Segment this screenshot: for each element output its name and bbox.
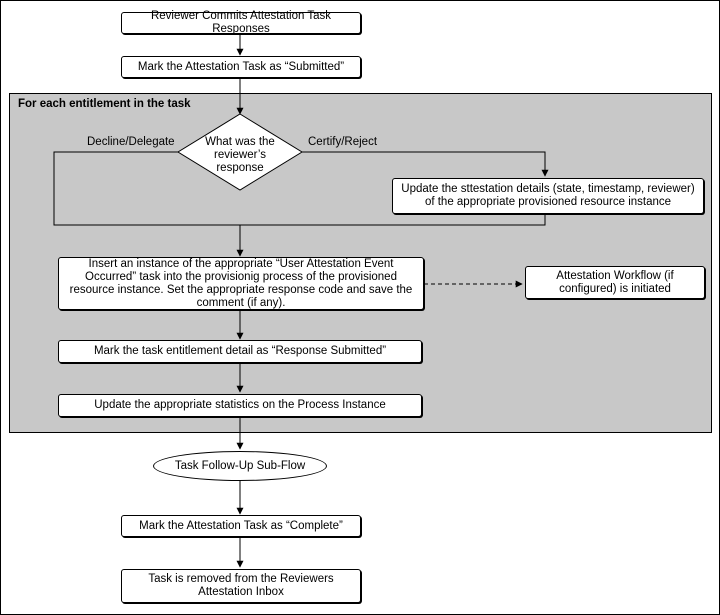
section-label: For each entitlement in the task (18, 98, 191, 110)
edge-right-branch (302, 151, 549, 177)
update-details-box: Update the sttestation details (state, t… (392, 178, 704, 214)
followup-ellipse: Task Follow-Up Sub-Flow (153, 451, 327, 481)
workflow-box: Attestation Workflow (if configured) is … (525, 266, 705, 299)
update-stats-box: Update the appropriate statistics on the… (58, 394, 422, 417)
edge-left-branch (53, 151, 240, 226)
decision-label: What was the reviewer’s response (205, 136, 275, 174)
mark-detail-box: Mark the task entitlement detail as “Res… (58, 340, 422, 363)
submitted-box: Mark the Attestation Task as “Submitted” (121, 56, 361, 78)
decision-diamond (177, 113, 303, 191)
edge-update-merge (240, 214, 546, 226)
complete-box: Mark the Attestation Task as “Complete” (121, 515, 361, 537)
insert-instance-box: Insert an instance of the appropriate “U… (58, 257, 424, 310)
decline-delegate-label: Decline/Delegate (87, 136, 175, 148)
certify-reject-label: Certify/Reject (308, 136, 378, 148)
commit-box: Reviewer Commits Attestation Task Respon… (121, 10, 361, 35)
removed-box: Task is removed from the Reviewers Attes… (121, 569, 361, 603)
